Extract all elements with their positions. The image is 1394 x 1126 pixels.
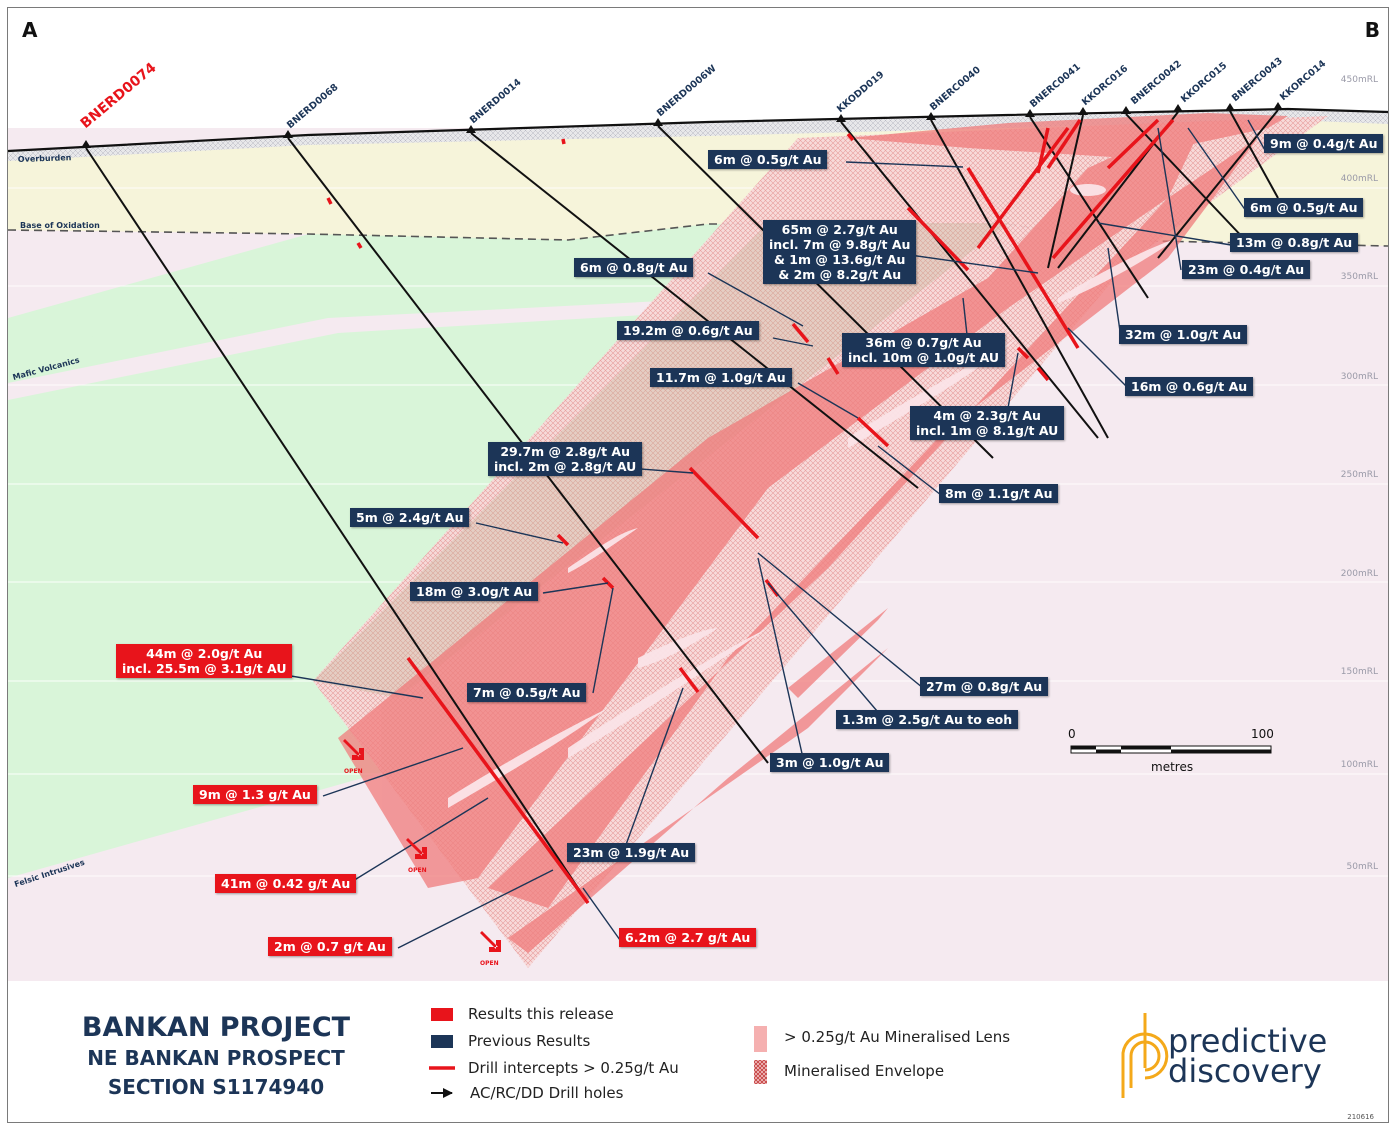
scale-max-label: 100 — [1251, 727, 1274, 741]
result-label-new: 41m @ 0.42 g/t Au — [215, 874, 357, 893]
rl-label: 200mRL — [1340, 569, 1378, 579]
result-label-new: 2m @ 0.7 g/t Au — [268, 937, 392, 956]
section-start-label: A — [22, 18, 38, 42]
scale-bar — [1070, 745, 1272, 754]
result-label: 18m @ 3.0g/t Au — [410, 582, 539, 601]
result-label: 5m @ 2.4g/t Au — [350, 508, 470, 527]
result-label: 16m @ 0.6g/t Au — [1125, 377, 1254, 396]
drill-collars — [81, 102, 1283, 148]
rl-label: 250mRL — [1340, 470, 1378, 480]
result-label: 8m @ 1.1g/t Au — [939, 484, 1059, 503]
brand-name-line1: predictive — [1168, 1022, 1328, 1060]
open-label: OPEN — [408, 867, 427, 874]
document-code: 210616 — [1347, 1113, 1374, 1121]
prospect-title: NE BANKAN PROSPECT — [87, 1046, 345, 1070]
rl-label: 450mRL — [1340, 75, 1378, 85]
open-label: OPEN — [344, 768, 363, 775]
section-figure: A B BNERD0074 BNERD0068 BNERD0014 BNERD0… — [7, 7, 1389, 1123]
legend-lens: > 0.25g/t Au Mineralised Lens — [784, 1028, 1011, 1046]
envelope-overlap-mafic — [313, 223, 1008, 698]
legend-swatches — [429, 1008, 767, 1098]
rl-label: 50mRL — [1346, 862, 1379, 872]
legend-envelope: Mineralised Envelope — [784, 1062, 945, 1080]
legend-results-prev: Previous Results — [468, 1032, 591, 1050]
result-label: 27m @ 0.8g/t Au — [920, 677, 1049, 696]
result-label: 19.2m @ 0.6g/t Au — [617, 321, 759, 340]
brand-name-line2: discovery — [1168, 1052, 1322, 1090]
overburden-label: Overburden — [17, 153, 72, 164]
section-end-label: B — [1364, 18, 1380, 42]
open-label: OPEN — [480, 960, 499, 967]
result-label: 1.3m @ 2.5g/t Au to eoh — [836, 710, 1019, 729]
result-label: 7m @ 0.5g/t Au — [467, 683, 587, 702]
result-label: 6m @ 0.5g/t Au — [708, 150, 828, 169]
topography-line — [8, 107, 1388, 153]
drill-intercepts — [326, 118, 1175, 905]
legend-results-new: Results this release — [468, 1005, 614, 1023]
result-label: 23m @ 1.9g/t Au — [567, 843, 696, 862]
result-label-new: 9m @ 1.3 g/t Au — [193, 785, 317, 804]
result-label: 13m @ 0.8g/t Au — [1230, 233, 1359, 252]
predictive-discovery-logo-mark — [1121, 1013, 1169, 1098]
section-title: SECTION S1174940 — [107, 1075, 325, 1099]
rl-label: 400mRL — [1340, 174, 1378, 184]
result-label-new: 6.2m @ 2.7 g/t Au — [619, 928, 757, 947]
base-of-oxidation-label: Base of Oxidation — [20, 221, 100, 230]
result-label: 3m @ 1.0g/t Au — [770, 753, 890, 772]
leader-lines — [272, 119, 1267, 949]
legend-drill-holes: AC/RC/DD Drill holes — [470, 1084, 624, 1102]
open-arrows — [343, 739, 501, 952]
mafic-sliver — [8, 298, 238, 353]
result-label: 32m @ 1.0g/t Au — [1119, 325, 1248, 344]
rl-label: 300mRL — [1340, 372, 1378, 382]
result-label: 6m @ 0.5g/t Au — [1244, 198, 1364, 217]
scale-min-label: 0 — [1068, 727, 1076, 741]
rl-label: 150mRL — [1340, 667, 1378, 677]
result-label: 11.7m @ 1.0g/t Au — [650, 368, 792, 387]
result-label: 6m @ 0.8g/t Au — [574, 258, 694, 277]
rl-label: 350mRL — [1340, 272, 1378, 282]
rl-label: 100mRL — [1340, 760, 1378, 770]
scale-unit-label: metres — [1151, 760, 1194, 774]
cross-section-diagram — [8, 102, 1388, 1122]
base-of-oxidation-line — [8, 223, 1388, 247]
result-label: 23m @ 0.4g/t Au — [1182, 260, 1311, 279]
result-label: 9m @ 0.4g/t Au — [1264, 134, 1384, 153]
legend-intercepts: Drill intercepts > 0.25g/t Au — [468, 1059, 679, 1077]
project-title: BANKAN PROJECT — [81, 1012, 351, 1043]
